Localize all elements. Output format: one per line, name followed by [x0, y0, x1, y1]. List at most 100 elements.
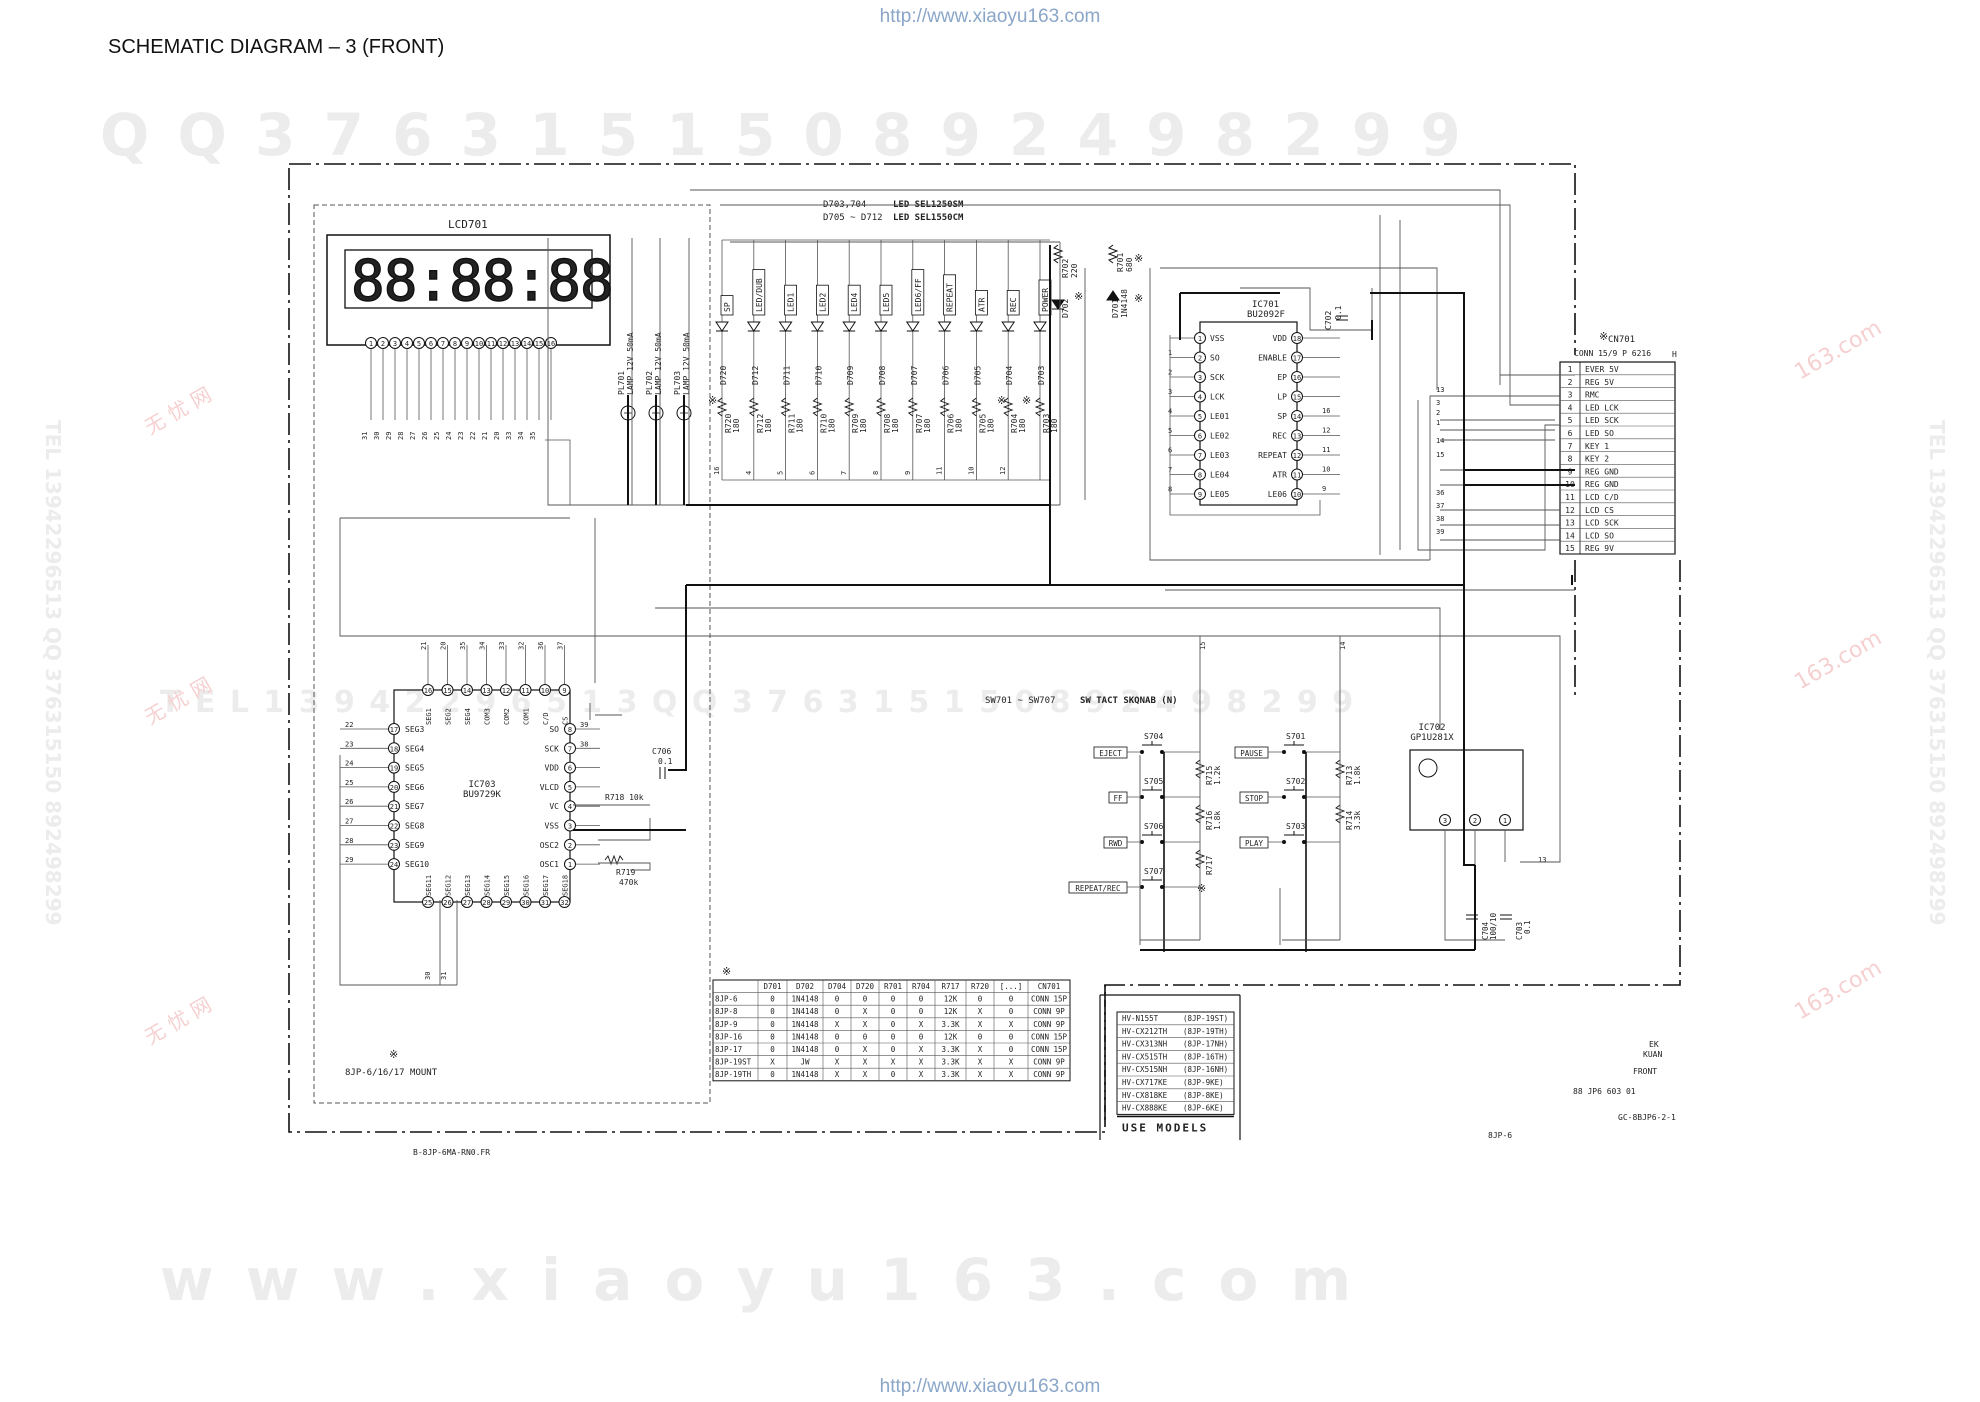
- led-resistor-ref: R708: [883, 414, 892, 433]
- source-url-bottom[interactable]: http://www.xiaoyu163.com: [879, 1376, 1101, 1397]
- board-code: 88 JP6 603 01: [1573, 1087, 1636, 1096]
- use-models-variant: (8JP-17NH): [1183, 1040, 1228, 1049]
- switch-right-actuator: [1284, 741, 1304, 746]
- led-ref: D703: [1037, 366, 1046, 385]
- board-outline: [288, 163, 1681, 1133]
- variant-table-cell: 1N4148: [791, 1045, 819, 1054]
- ic701-left-pin: [1194, 449, 1206, 461]
- ic703-net-label: 30: [424, 972, 432, 980]
- variant-table-cell: 0: [919, 1032, 924, 1041]
- ir-lens-icon: [1418, 758, 1438, 778]
- led-function-label: LED6/FF: [914, 278, 923, 312]
- led-ref: D710: [814, 366, 823, 385]
- star-mark-10: ※: [389, 1048, 398, 1061]
- cn701-pin-name: LCD CS: [1585, 506, 1614, 515]
- ic703-bottom-pin-number: 25: [424, 899, 432, 907]
- ic703-right-pin: [564, 819, 576, 832]
- ic703-left-pin-number: 24: [390, 861, 398, 869]
- board-name: 8JP-6: [1488, 1131, 1512, 1140]
- source-url-top[interactable]: http://www.xiaoyu163.com: [879, 6, 1101, 27]
- cn701-pin-number: 6: [1568, 429, 1573, 438]
- led-label-box: [720, 295, 734, 316]
- led-net-label: 5: [777, 471, 785, 475]
- ic703-top-pin-number: 12: [502, 687, 510, 695]
- led-label-box: [879, 284, 893, 316]
- ic703-net-label: 32: [518, 642, 526, 650]
- led-ref: D708: [878, 366, 887, 385]
- lcd-ref: LCD701: [448, 218, 488, 231]
- star-mark-5: ※: [997, 394, 1006, 407]
- ic703-net-label: 27: [345, 818, 353, 826]
- variant-table-cell: X: [978, 1007, 983, 1016]
- watermark-qq: Q Q 3 7 6 3 1 5 1 5 0 8 9 2 4 9 8 2 9 9: [100, 101, 1465, 169]
- ic701-left-pin-number: 1: [1198, 335, 1202, 343]
- ic701-pin-name: LE01: [1210, 412, 1229, 421]
- led-note-part-2: LED SEL1550CM: [893, 213, 964, 223]
- use-models-variant: (8JP-8KE): [1183, 1091, 1224, 1100]
- variant-table-cell: 12K: [944, 1032, 958, 1041]
- cn701-ref: CN701: [1608, 335, 1635, 345]
- ic703-pin-name: SEG10: [405, 860, 429, 869]
- c706-value: 0.1: [658, 757, 673, 766]
- led-icon: [746, 321, 761, 332]
- led-icon: [937, 321, 952, 332]
- ic701-right-pin: [1291, 410, 1303, 422]
- c703-value: 0.1: [1523, 920, 1532, 934]
- ic701-pin-name: VDD: [1273, 334, 1288, 343]
- led-ref: D705: [973, 366, 982, 385]
- led-resistor-value: 180: [891, 418, 900, 433]
- ic701-left-pin-number: 9: [1198, 491, 1202, 499]
- watermark-layer: Q Q 3 7 6 3 1 5 1 5 0 8 9 2 4 9 8 2 9 9 …: [41, 101, 1949, 1314]
- resistor-icon: [939, 397, 950, 417]
- ic703-right-pin-number: 4: [568, 803, 572, 811]
- variant-table-cell: 0: [1009, 1032, 1014, 1041]
- lcd-net-label: 31: [361, 432, 369, 440]
- variant-table-cell: X: [919, 1070, 924, 1079]
- led-net-label: 8: [872, 471, 880, 475]
- ic703-bottom-pin-number: 30: [521, 899, 529, 907]
- variant-table-cell: X: [863, 1020, 868, 1029]
- ic703-bottom-pin-number: 28: [482, 899, 490, 907]
- star-mark-1: ※: [1074, 290, 1083, 303]
- resistor-icon: [1334, 804, 1346, 824]
- variant-table-cell: CONN 9P: [1033, 1070, 1065, 1079]
- variant-table-cell: 0: [1009, 1007, 1014, 1016]
- lcd-pin-number: 11: [487, 340, 495, 348]
- ic703-left-pin: [388, 819, 400, 832]
- led-function-label: LED/DUB: [755, 278, 764, 312]
- ic703-bottom-pin-number: 31: [541, 899, 549, 907]
- variant-table-cell: 12K: [944, 995, 958, 1004]
- variant-table-header: D702: [796, 982, 814, 991]
- switch-right-contact: [1282, 795, 1286, 799]
- variant-table-cell: 1N4148: [791, 1007, 819, 1016]
- variant-table-cell: X: [770, 1058, 775, 1067]
- led-function-label: LED1: [787, 293, 796, 312]
- ic701-right-pin-number: 16: [1293, 374, 1301, 382]
- cn701-pin-number: 12: [1565, 506, 1575, 515]
- ic703-top-pin: [558, 684, 571, 696]
- cn701-pin-number: 11: [1565, 493, 1575, 502]
- use-models-variant: (8JP-19ST): [1183, 1014, 1228, 1023]
- d702-symbol: [1051, 299, 1065, 310]
- ic703-net-label: 25: [345, 779, 353, 787]
- ic701-right-pin: [1291, 429, 1303, 442]
- ic703-right-pin-number: 1: [568, 861, 572, 869]
- lcd-pin: [497, 337, 509, 349]
- variant-table-cell: 1N4148: [791, 1070, 819, 1079]
- variant-table-cell: X: [978, 1020, 983, 1029]
- lcd-net-label: 21: [481, 432, 489, 440]
- watermark-cn-3: 无 忧 网: [141, 992, 216, 1049]
- variant-table-cell: 8JP-19TH: [715, 1070, 752, 1079]
- led-ref: D712: [751, 366, 760, 385]
- ic701-right-pin-number: 10: [1293, 491, 1301, 499]
- led-icon: [874, 321, 888, 332]
- switch-right-ref: S703: [1286, 822, 1305, 831]
- d702-ref: D702: [1061, 299, 1070, 318]
- led-resistor-value: 180: [1050, 418, 1059, 433]
- lcd-pin: [365, 337, 377, 349]
- watermark-logo-1: 163.com: [1791, 316, 1887, 386]
- ic701-right-pin-number: 11: [1293, 472, 1301, 480]
